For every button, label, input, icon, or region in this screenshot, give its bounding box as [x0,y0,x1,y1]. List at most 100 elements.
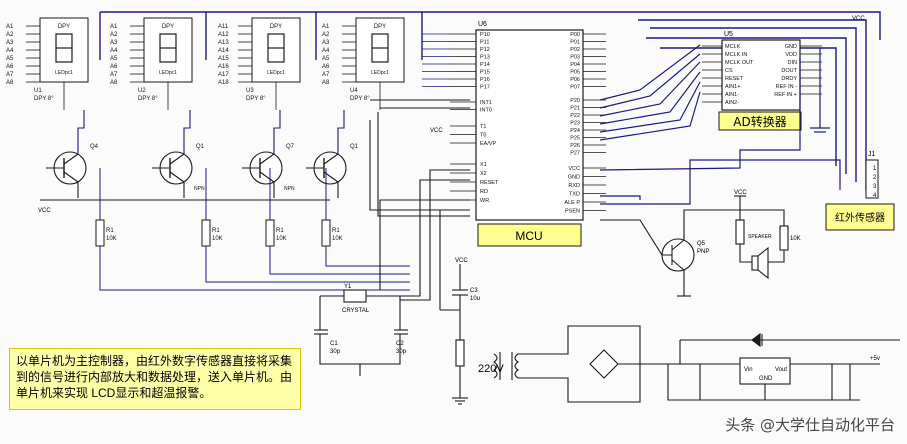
base-resistor: R1 10K [201,168,410,283]
svg-text:Q5: Q5 [697,241,706,247]
svg-text:P00: P00 [570,32,580,38]
svg-text:Y1: Y1 [344,284,352,290]
svg-text:P05: P05 [570,70,580,76]
svg-text:A1: A1 [6,24,14,30]
svg-text:A3: A3 [110,40,118,46]
svg-text:Q1: Q1 [350,144,359,150]
mcu-wiring [599,44,841,205]
svg-text:30p: 30p [396,349,407,355]
svg-text:INT0: INT0 [480,108,492,114]
svg-text:WR: WR [480,198,489,204]
svg-text:MCLK: MCLK [725,44,741,50]
svg-text:PNP: PNP [697,249,709,255]
svg-text:+5v: +5v [870,356,880,362]
svg-text:AIN1-: AIN1- [725,92,739,98]
svg-text:A2: A2 [110,32,118,38]
svg-text:10K: 10K [106,236,117,242]
svg-text:A5: A5 [110,56,118,62]
svg-text:A4: A4 [110,48,118,54]
svg-text:DPY 8°: DPY 8° [138,96,158,102]
svg-text:A6: A6 [322,64,330,70]
svg-text:P26: P26 [570,143,580,149]
svg-text:Vin: Vin [744,367,753,373]
svg-text:AIN2-: AIN2- [725,100,739,106]
svg-text:DPY 8°: DPY 8° [350,96,370,102]
svg-text:10u: 10u [470,296,480,302]
svg-text:U1: U1 [34,88,42,94]
svg-text:4: 4 [873,193,877,199]
svg-text:DPY 8°: DPY 8° [34,96,54,102]
svg-text:AIN1+: AIN1+ [725,84,740,90]
svg-text:P02: P02 [570,47,580,53]
svg-text:GND: GND [759,376,773,382]
svg-text:P13: P13 [480,55,490,61]
svg-text:VCC: VCC [734,190,747,196]
svg-text:X1: X1 [480,162,487,168]
svg-text:CS: CS [725,68,733,74]
svg-text:A3: A3 [322,40,330,46]
svg-text:CRYSTAL: CRYSTAL [342,308,370,314]
svg-text:U2: U2 [138,88,146,94]
svg-text:RXD: RXD [568,183,580,189]
svg-text:R1: R1 [276,228,284,234]
svg-text:DOUT: DOUT [781,68,797,74]
description-caption: 以单片机为主控制器，由红外数字传感器直接将采集到的信号进行内部放大和数据处理，送… [9,348,301,410]
svg-text:P15: P15 [480,70,490,76]
svg-text:REF IN +: REF IN + [774,92,797,98]
svg-text:DRDY: DRDY [781,76,797,82]
adc-ref: U5 [724,31,733,38]
svg-text:P11: P11 [480,40,489,46]
sensor-connector: J1 1 2 3 4 红外传感器 [825,151,895,231]
svg-text:Vout: Vout [775,367,787,373]
svg-text:RD: RD [480,189,488,195]
svg-text:RESET: RESET [480,180,499,186]
svg-text:Q7: Q7 [286,144,295,150]
svg-text:GND: GND [785,44,797,50]
svg-text:A1: A1 [322,24,330,30]
svg-text:NPN: NPN [284,186,295,192]
svg-text:10K: 10K [212,236,223,242]
svg-text:EA/VP: EA/VP [480,141,497,147]
svg-text:A7: A7 [110,72,118,78]
svg-text:DPY: DPY [374,24,386,30]
svg-text:PSEN: PSEN [565,209,580,215]
svg-text:Q4: Q4 [90,144,99,150]
svg-text:R1: R1 [332,228,340,234]
svg-text:X2: X2 [480,171,487,177]
svg-text:P12: P12 [480,47,490,53]
svg-text:RESET: RESET [725,76,744,82]
svg-text:LEDpc1: LEDpc1 [371,70,389,76]
svg-text:A4: A4 [322,48,330,54]
svg-text:A6: A6 [110,64,118,70]
mcu-left-pins: P10P11P12P13P14P15P16P17INT1INT0T1T0EA/V… [422,32,499,204]
top-bus [99,11,881,190]
svg-text:C1: C1 [330,341,338,347]
svg-text:P17: P17 [480,85,490,91]
buzzer-circuit [600,195,789,297]
svg-text:MCLK IN: MCLK IN [725,52,747,58]
svg-text:P16: P16 [480,77,490,83]
svg-text:U3: U3 [246,88,254,94]
svg-text:R1: R1 [106,228,114,234]
svg-text:A11: A11 [218,24,229,30]
svg-text:ALE P: ALE P [564,200,580,206]
svg-text:C2: C2 [396,341,404,347]
svg-text:30p: 30p [330,349,341,355]
svg-text:VCC: VCC [568,166,580,172]
svg-text:P25: P25 [570,136,580,142]
mcu-right-pins: P00P01P02P03P04P05P06P07P20P21P22P23P24P… [564,32,606,215]
oscillator [314,99,470,376]
svg-text:U4: U4 [350,88,358,94]
svg-text:A14: A14 [218,48,229,54]
svg-text:A13: A13 [218,40,229,46]
vac-label: 220V [478,363,504,375]
svg-text:10K: 10K [790,236,801,242]
svg-text:P20: P20 [570,98,580,104]
svg-text:P21: P21 [570,106,580,112]
